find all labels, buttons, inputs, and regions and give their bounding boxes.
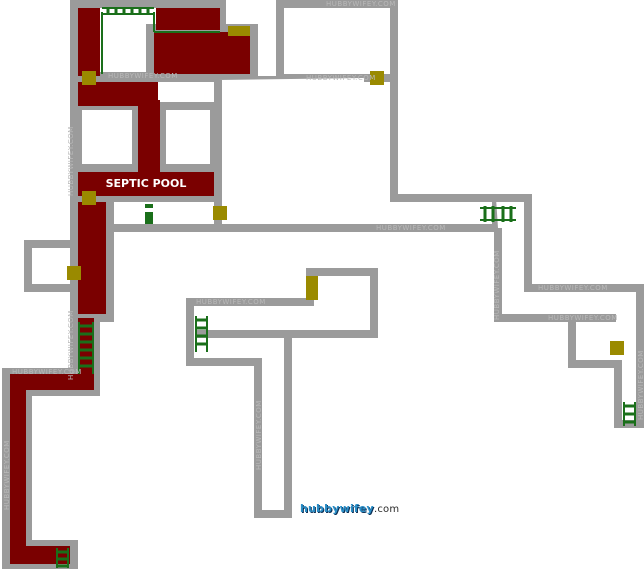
- door-marker[interactable]: [610, 341, 624, 355]
- watermark-text: HUBBYWIFEY.COM: [12, 368, 82, 376]
- watermark-text: HUBBYWIFEY.COM: [67, 310, 75, 380]
- watermark-text: HUBBYWIFEY.COM: [67, 126, 75, 196]
- watermark-text: HUBBYWIFEY.COM: [376, 224, 446, 232]
- ladders: [56, 7, 636, 568]
- watermark-text: HUBBYWIFEY.COM: [548, 314, 618, 322]
- ladder-icon[interactable]: [145, 204, 153, 224]
- credit-brand: hubbywifey: [300, 502, 374, 515]
- wall-room-top-right: [276, 0, 398, 82]
- watermark-text: HUBBYWIFEY.COM: [326, 0, 396, 8]
- watermarks: HUBBYWIFEY.COM HUBBYWIFEY.COM HUBBYWIFEY…: [3, 0, 644, 510]
- watermark-text: HUBBYWIFEY.COM: [637, 350, 644, 420]
- watermark-text: HUBBYWIFEY.COM: [255, 400, 263, 470]
- septic-pool-label: SEPTIC POOL: [106, 177, 187, 190]
- door-marker[interactable]: [67, 266, 81, 280]
- ladder-icon[interactable]: [195, 316, 208, 352]
- watermark-text: HUBBYWIFEY.COM: [3, 440, 11, 510]
- doors: [67, 26, 624, 355]
- watermark-text: HUBBYWIFEY.COM: [493, 250, 501, 320]
- wall-right-wing: [494, 194, 644, 428]
- door-marker[interactable]: [306, 276, 318, 300]
- watermark-text: HUBBYWIFEY.COM: [538, 284, 608, 292]
- watermark-text: HUBBYWIFEY.COM: [196, 298, 266, 306]
- watermark-text: HUBBYWIFEY.COM: [306, 74, 376, 82]
- wall-inner-room-left: [74, 102, 140, 172]
- wall-central-chamber: [214, 74, 500, 232]
- wall-inner-corridor: [186, 268, 378, 518]
- ladder-icon[interactable]: [56, 548, 69, 568]
- door-marker[interactable]: [228, 26, 250, 36]
- ladder-icon[interactable]: [623, 402, 636, 426]
- door-marker[interactable]: [82, 71, 96, 85]
- ladder-icon[interactable]: [480, 206, 516, 222]
- wall-inner-room-right: [158, 102, 218, 172]
- door-marker[interactable]: [213, 206, 227, 220]
- site-credit: hubbywifey.com: [300, 502, 399, 515]
- credit-domain: .com: [373, 504, 400, 515]
- watermark-text: HUBBYWIFEY.COM: [108, 72, 178, 80]
- ladder-icon[interactable]: [78, 322, 94, 374]
- ladder-icon[interactable]: [101, 7, 220, 74]
- door-marker[interactable]: [82, 191, 96, 205]
- door-marker[interactable]: [370, 71, 384, 85]
